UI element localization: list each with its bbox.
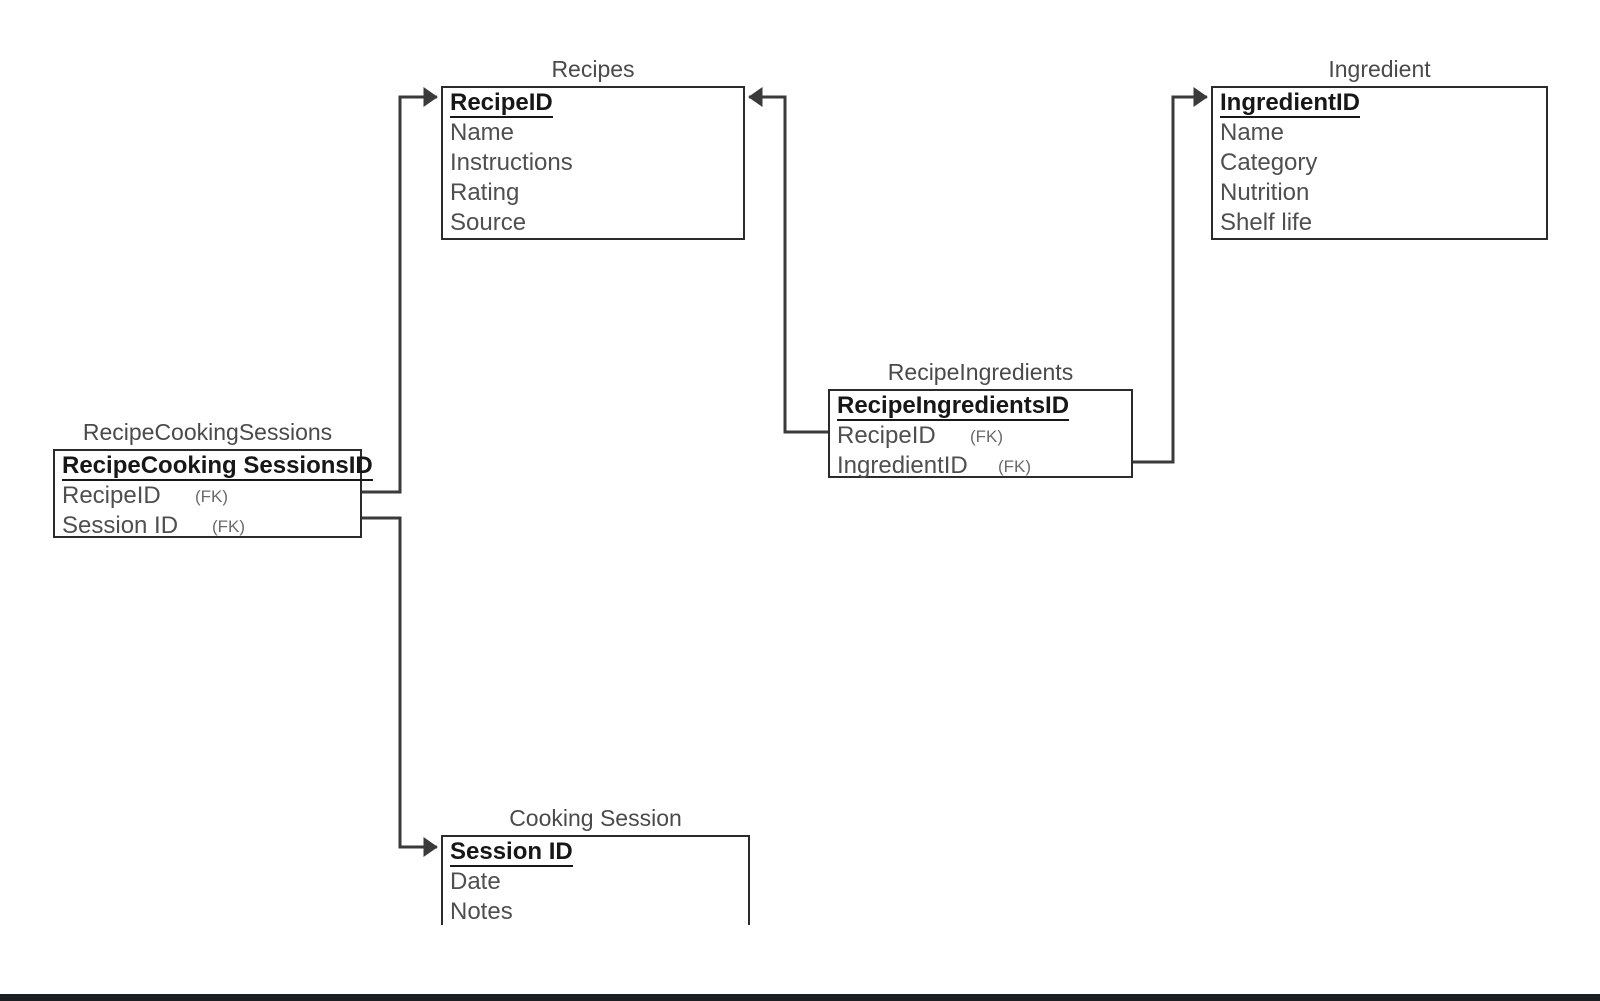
attribute-name: Date: [450, 868, 501, 895]
attribute-name: Instructions: [450, 149, 573, 176]
attribute-row[interactable]: RecipeID (FK): [830, 421, 1131, 451]
attribute-row[interactable]: IngredientID: [1213, 88, 1546, 118]
attribute-name: RecipeID: [62, 482, 161, 509]
attribute-row[interactable]: RecipeCooking SessionsID: [55, 451, 373, 481]
attribute-name: Name: [1220, 119, 1285, 146]
attribute-row[interactable]: Name: [443, 118, 743, 148]
entity-title-recipeingredients: RecipeIngredients: [887, 359, 1074, 385]
attribute-row[interactable]: Shelf life: [1213, 208, 1546, 238]
bottom-edge-bar: [0, 994, 1600, 1001]
attribute-row[interactable]: Category: [1213, 148, 1546, 178]
connector-rel-cookingsessions-cookingsession[interactable]: [362, 516, 437, 849]
entity-title-recipecookingsessions: RecipeCookingSessions: [82, 419, 333, 445]
attribute-name: Session ID: [62, 512, 179, 539]
attribute-row[interactable]: Source: [443, 208, 743, 238]
relationship-arrowhead: [423, 87, 438, 107]
entity-title-cookingsession: Cooking Session: [509, 805, 682, 831]
attribute-name: Name: [450, 119, 515, 146]
attribute-row[interactable]: Session ID: [443, 837, 748, 867]
attribute-row[interactable]: IngredientID (FK): [830, 451, 1131, 481]
connector-rel-recipeingredients-recipes[interactable]: [749, 95, 828, 434]
attribute-name: IngredientID: [837, 452, 968, 479]
attribute-row[interactable]: Notes: [443, 897, 748, 927]
attribute-row[interactable]: Rating: [443, 178, 743, 208]
foreign-key-marker: (FK): [212, 517, 246, 536]
attribute-name: Category: [1220, 149, 1318, 176]
relationship-arrowhead: [1193, 87, 1208, 107]
attribute-row[interactable]: Date: [443, 867, 748, 897]
relationship-arrowhead: [423, 837, 438, 857]
attribute-name: Session ID: [450, 838, 573, 867]
entity-title-recipes: Recipes: [551, 56, 635, 82]
foreign-key-marker: (FK): [195, 487, 229, 506]
attribute-name: RecipeCooking SessionsID: [62, 452, 373, 481]
foreign-key-marker: (FK): [998, 457, 1032, 476]
attribute-row[interactable]: RecipeID (FK): [55, 481, 360, 511]
attribute-name: Shelf life: [1220, 209, 1313, 236]
attribute-row[interactable]: Name: [1213, 118, 1546, 148]
relationship-arrowhead: [748, 87, 763, 107]
attribute-row[interactable]: Session ID (FK): [55, 511, 360, 541]
attribute-row[interactable]: RecipeID: [443, 88, 743, 118]
attribute-name: Rating: [450, 179, 520, 206]
attribute-name: RecipeIngredientsID: [837, 392, 1070, 421]
attribute-name: Notes: [450, 898, 513, 925]
attribute-name: Nutrition: [1220, 179, 1310, 206]
attribute-name: IngredientID: [1220, 89, 1361, 118]
connector-rel-recipeingredients-ingredient[interactable]: [1133, 95, 1207, 464]
attribute-row[interactable]: Nutrition: [1213, 178, 1546, 208]
attribute-name: RecipeID: [837, 422, 936, 449]
entity-title-ingredient: Ingredient: [1328, 56, 1431, 82]
attribute-row[interactable]: RecipeIngredientsID: [830, 391, 1131, 421]
connector-rel-cookingsessions-recipes[interactable]: [362, 95, 437, 494]
attribute-row[interactable]: Instructions: [443, 148, 743, 178]
foreign-key-marker: (FK): [970, 427, 1004, 446]
attribute-name: RecipeID: [450, 89, 553, 118]
attribute-name: Source: [450, 209, 527, 236]
